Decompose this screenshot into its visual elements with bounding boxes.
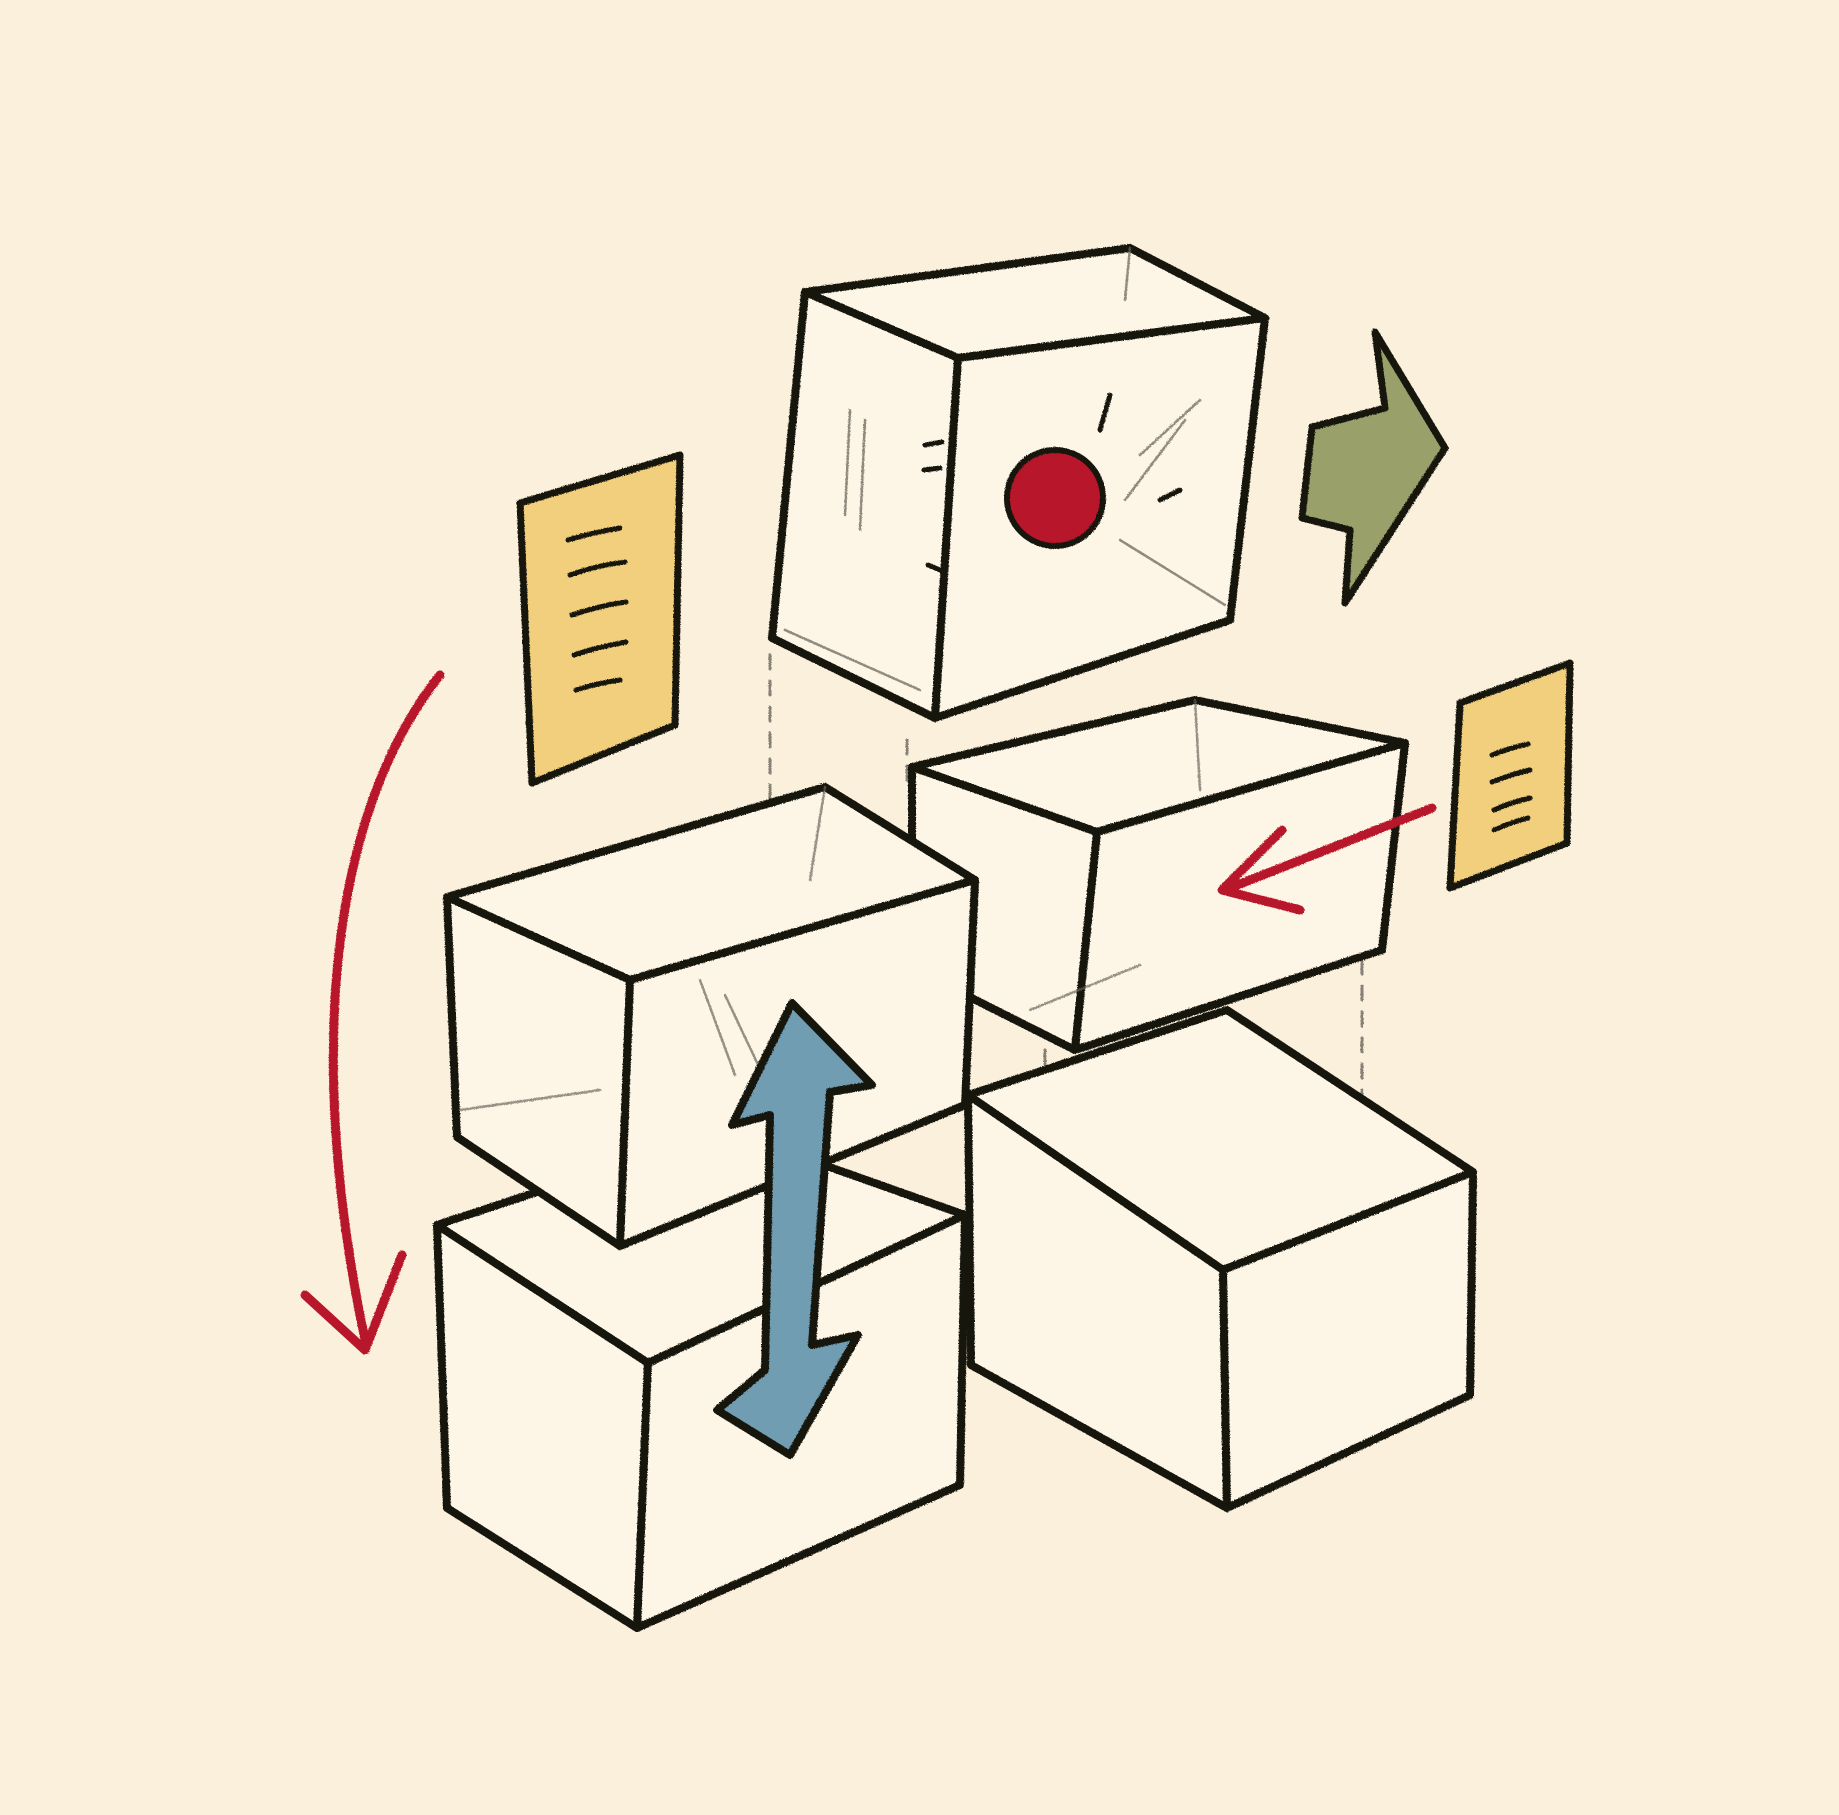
red-dot-icon bbox=[1004, 447, 1106, 549]
curved-arrow-down-icon bbox=[300, 670, 445, 1355]
arrow-left-icon bbox=[1217, 803, 1437, 915]
box-bottom-right bbox=[964, 1006, 1477, 1512]
note-card-icon bbox=[516, 451, 684, 787]
double-arrow-vertical-icon bbox=[713, 999, 876, 1459]
note-card-icon bbox=[1446, 659, 1574, 892]
arrow-right-icon bbox=[1298, 328, 1449, 607]
